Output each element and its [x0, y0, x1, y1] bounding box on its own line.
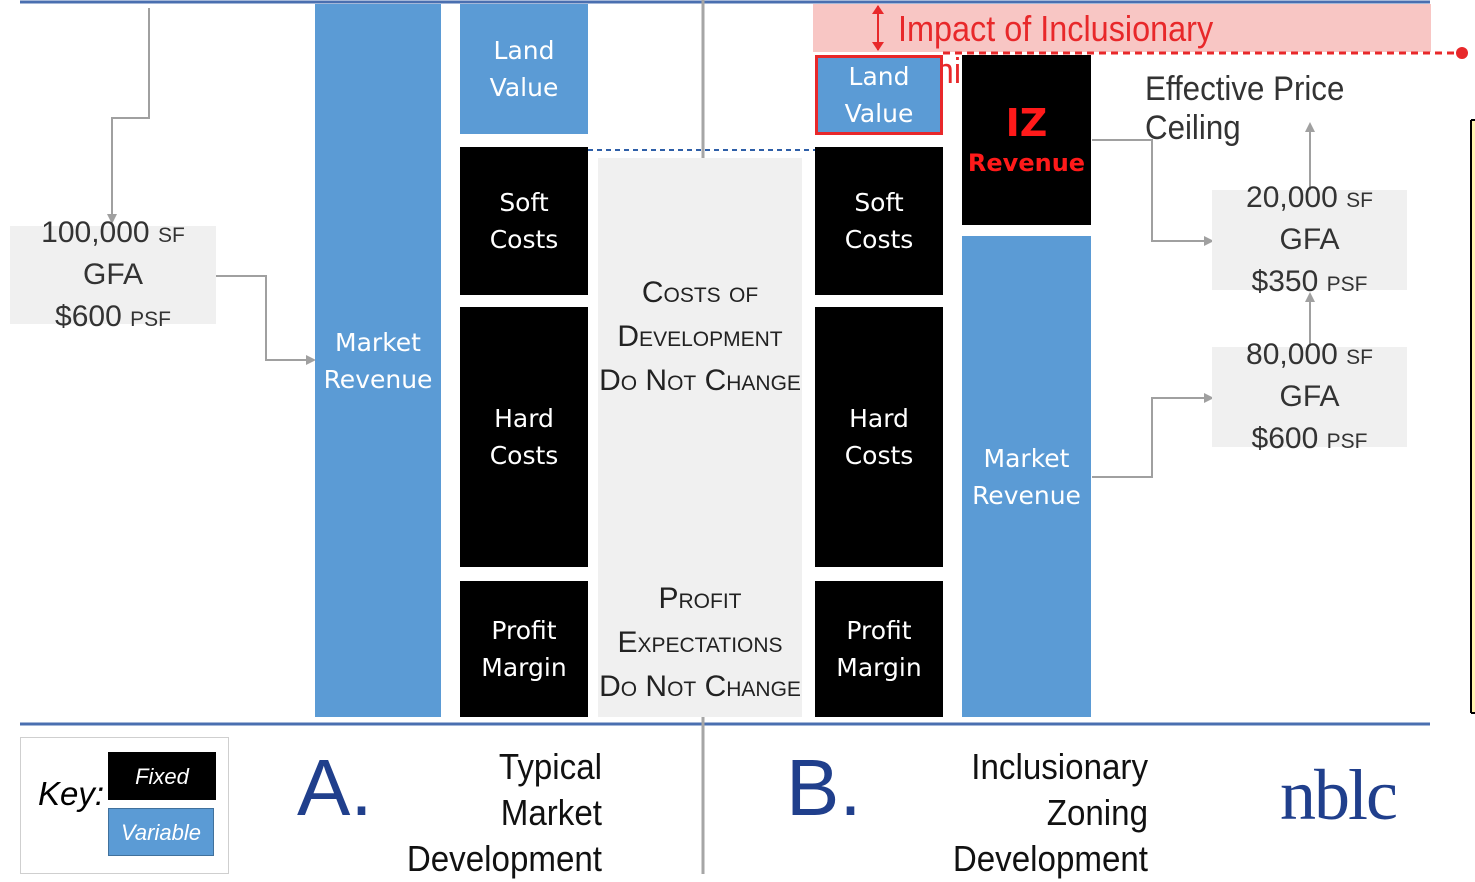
profit-margin-a: Profit Margin — [460, 581, 588, 717]
iz-gfa-unit: sf — [1346, 181, 1373, 214]
section-b-title: Inclusionary Zoning Development — [952, 746, 1148, 879]
iz-price-value: $350 — [1251, 265, 1319, 298]
total-gfa-value: 100,000 — [41, 216, 150, 249]
profit-margin-b: Profit Margin — [815, 581, 943, 717]
price-ceiling-label: Effective Price Ceiling — [1145, 70, 1345, 147]
soft-costs-a: Soft Costs — [460, 147, 588, 295]
key-label: Key: — [38, 775, 105, 812]
iz-revenue-box: IZ Revenue — [962, 55, 1091, 225]
iz-gfa-suffix: GFA — [1279, 223, 1340, 256]
costs-unchanged-note: Costs of Development Do Not Change — [598, 158, 802, 568]
market-revenue-bar-b: Market Revenue — [962, 236, 1091, 717]
key-fixed-swatch: Fixed — [108, 752, 216, 800]
iz-revenue-subtitle: Revenue — [967, 149, 1086, 177]
section-a-title: Typical Market Development — [406, 746, 602, 879]
soft-costs-b: Soft Costs — [815, 147, 943, 295]
total-gfa-unit: sf — [157, 216, 185, 249]
market-revenue-bar-a: Market Revenue — [315, 4, 441, 717]
hard-costs-b: Hard Costs — [815, 307, 943, 567]
nblc-logo: nblc — [1280, 755, 1398, 835]
land-value-b: Land Value — [815, 55, 943, 135]
market-gfa-unit: sf — [1346, 338, 1373, 371]
key-variable-swatch: Variable — [108, 808, 214, 856]
market-gfa-suffix: GFA — [1279, 380, 1340, 413]
hard-costs-a: Hard Costs — [460, 307, 588, 567]
section-b-letter: B. — [786, 743, 862, 832]
market-gfa-value: 80,000 — [1246, 338, 1338, 371]
iz-gfa-value: 20,000 — [1246, 181, 1338, 214]
section-a-letter: A. — [297, 743, 373, 832]
iz-price-unit: psf — [1326, 265, 1368, 298]
market-price-unit: psf — [1326, 422, 1368, 455]
profit-unchanged-note: Profit Expectations Do Not Change — [598, 568, 802, 717]
land-value-a: Land Value — [460, 4, 588, 134]
total-price-value: $600 — [55, 300, 122, 333]
iz-revenue-title: IZ — [1005, 101, 1048, 145]
total-price-unit: psf — [130, 300, 171, 333]
total-gfa-suffix: GFA — [82, 258, 143, 291]
impact-band — [813, 4, 1431, 52]
total-gfa-box: 100,000 sf GFA $600 psf — [10, 216, 216, 333]
market-price-value: $600 — [1251, 422, 1319, 455]
iz-gfa-box: 20,000 sf GFA $350 psf — [1212, 181, 1407, 298]
market-gfa-box: 80,000 sf GFA $600 psf — [1212, 338, 1407, 455]
